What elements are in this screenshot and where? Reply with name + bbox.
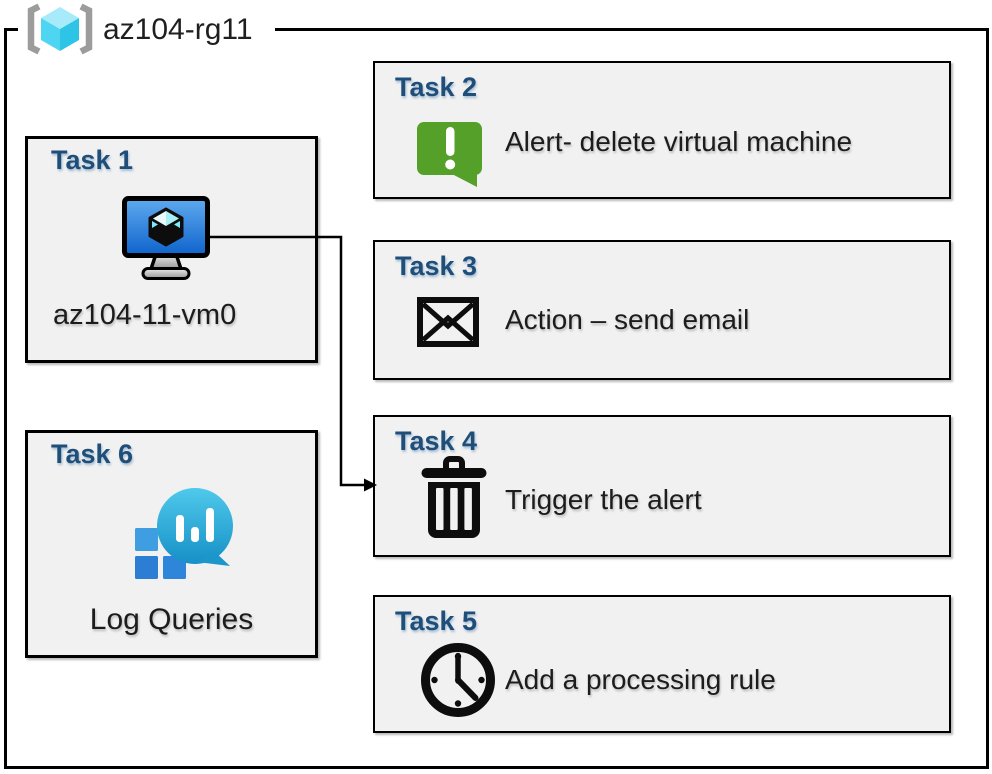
task1-header: Task 1 (51, 145, 134, 175)
task4-label: Trigger the alert (505, 484, 702, 515)
email-envelope-icon (417, 297, 479, 352)
virtual-machine-icon (122, 196, 210, 287)
clock-icon (418, 640, 498, 725)
task3-label: Action – send email (505, 304, 750, 335)
task5-label: Add a processing rule (505, 664, 776, 695)
task2-header: Task 2 (395, 72, 478, 102)
resource-group-icon (18, 2, 102, 56)
task6-label: Log Queries (89, 603, 254, 636)
task3-header: Task 3 (395, 251, 478, 281)
task5-header: Task 5 (395, 606, 478, 636)
trash-delete-icon (420, 453, 488, 546)
task6-header: Task 6 (51, 439, 134, 469)
alert-message-icon (415, 117, 485, 194)
task1-label: az104-11-vm0 (53, 299, 237, 331)
log-analytics-icon (131, 486, 236, 591)
task5-box: Task 5 Add a processing rule (373, 595, 951, 733)
task6-box: Task 6 Log Queries (25, 430, 318, 658)
resource-group-name: az104-rg11 (98, 10, 275, 50)
task2-box: Task 2 Alert- delete virtual machine (373, 61, 951, 199)
task1-box: Task 1 az104 (25, 136, 318, 363)
task4-header: Task 4 (395, 426, 478, 456)
task3-box: Task 3 Action – send email (373, 240, 951, 380)
task4-box: Task 4 Trigger the alert (373, 415, 951, 557)
task2-label: Alert- delete virtual machine (505, 126, 853, 157)
